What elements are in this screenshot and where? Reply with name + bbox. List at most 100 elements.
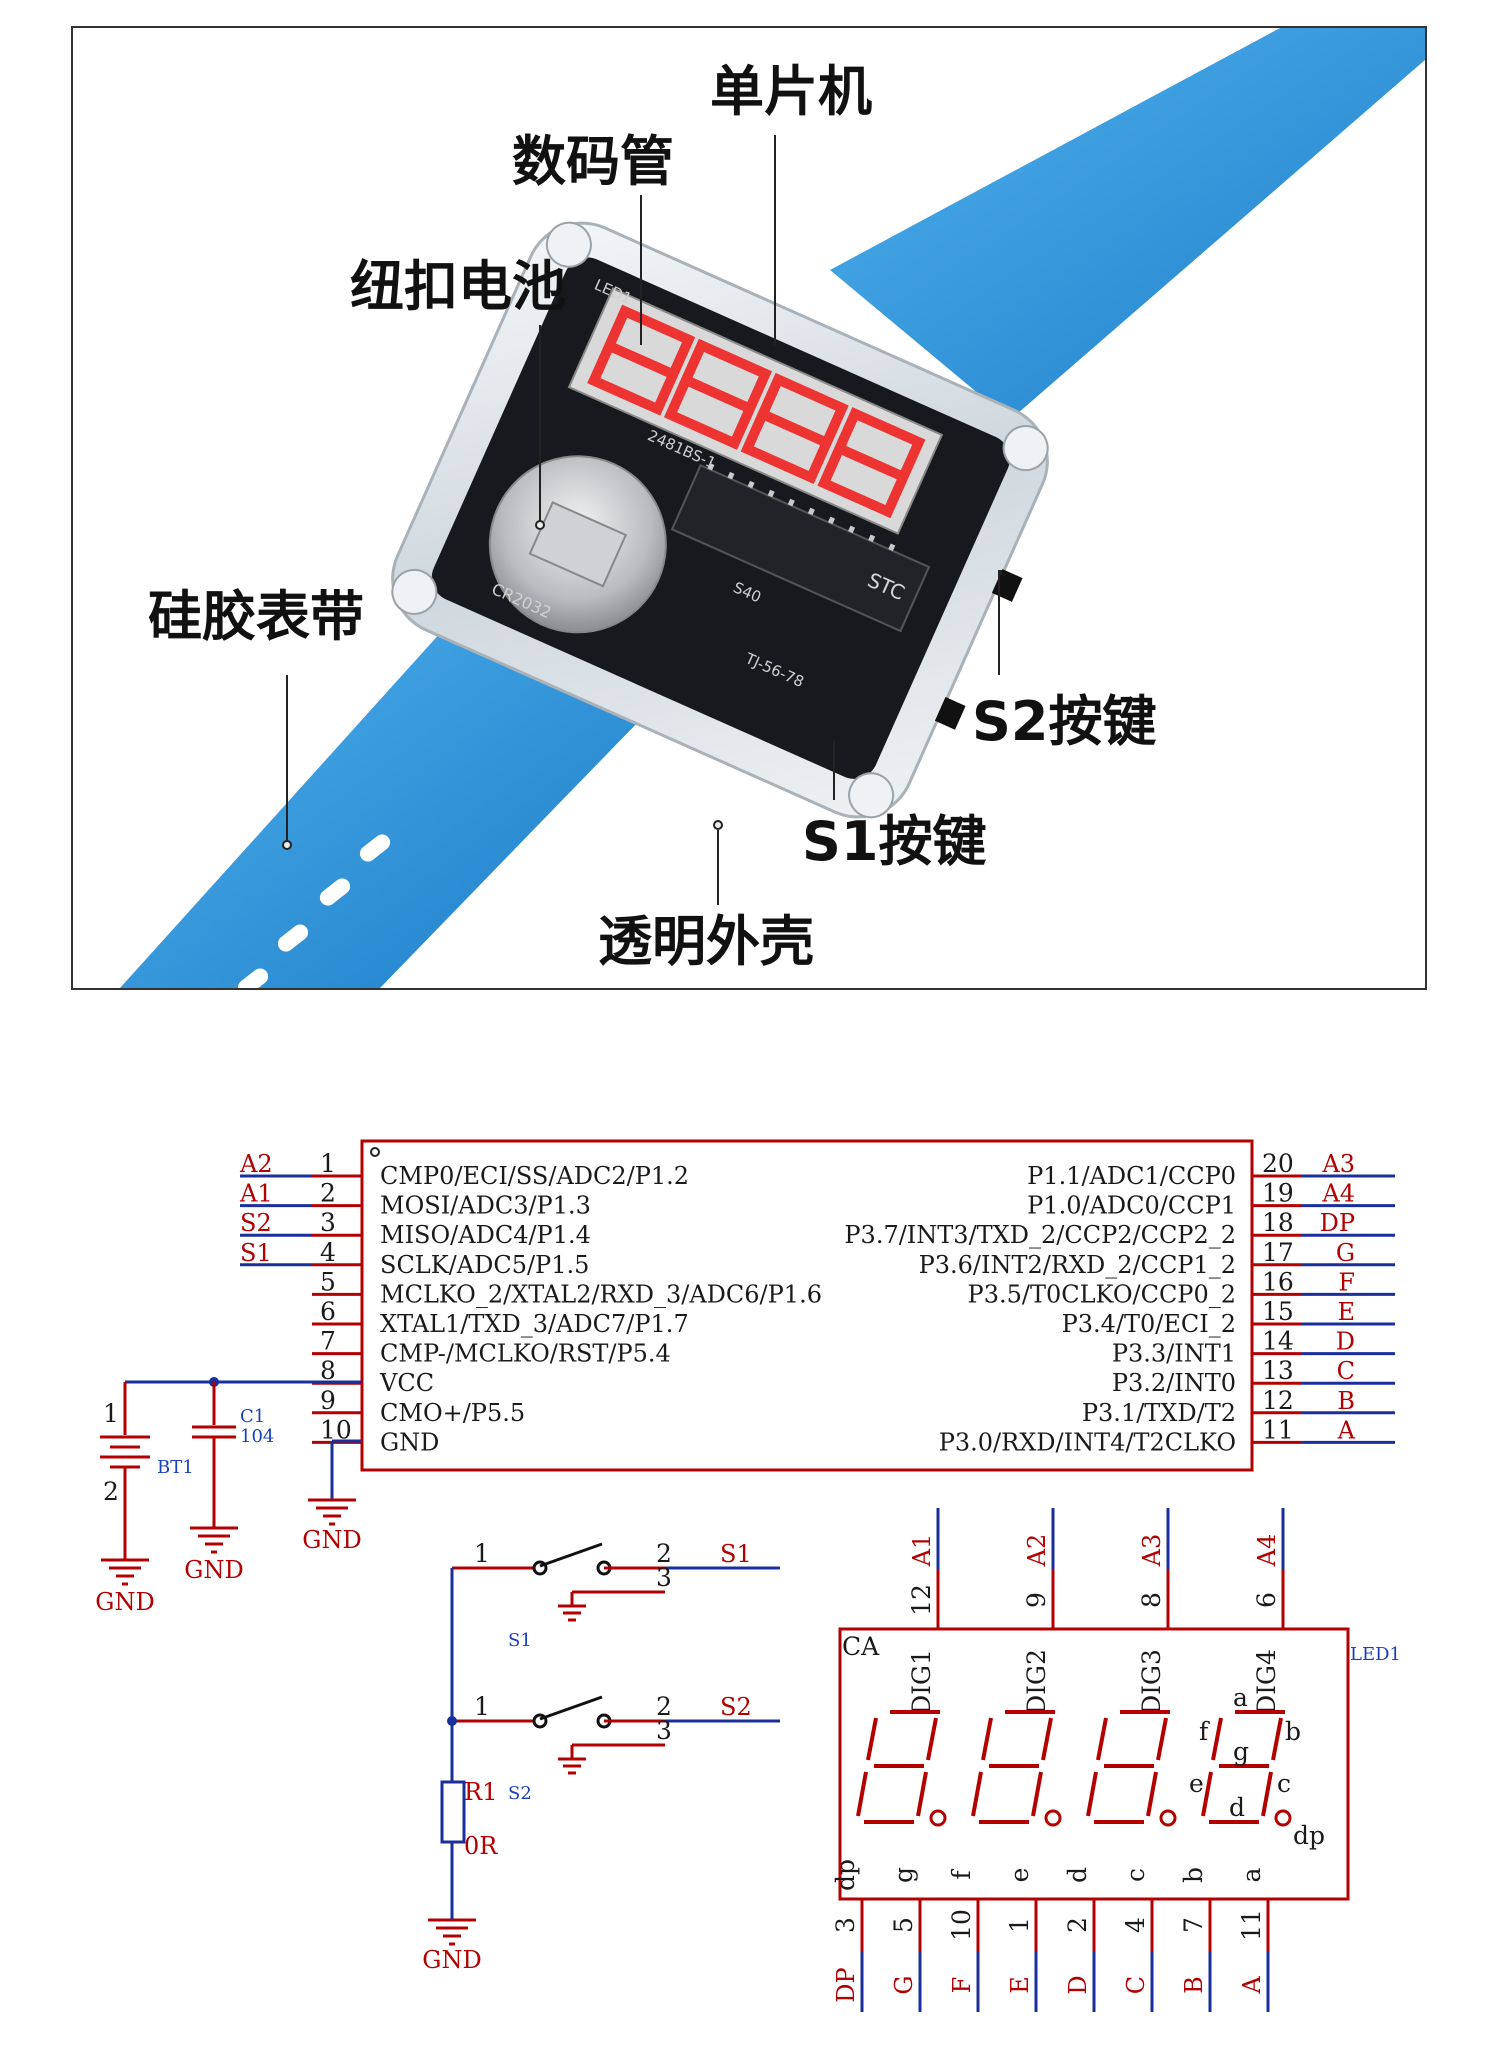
mcu-net-label: D xyxy=(1336,1328,1355,1356)
strap-upper xyxy=(830,28,1425,420)
mcu-pin-name: VCC xyxy=(379,1369,434,1397)
display-digits xyxy=(587,304,926,519)
switch-pin: 3 xyxy=(656,1716,672,1745)
mcu-pin-num: 16 xyxy=(1262,1267,1294,1296)
mcu-net-label: G xyxy=(1336,1239,1355,1267)
mcu-pin-num: 9 xyxy=(320,1386,336,1415)
led-digit-label: DIG4 xyxy=(1252,1649,1281,1715)
mcu-pin-num: 1 xyxy=(320,1149,336,1178)
led-pin-num: 9 xyxy=(1022,1592,1051,1608)
led-net-label: F xyxy=(948,1977,976,1994)
mcu-pin-name: P3.1/TXD/T2 xyxy=(1082,1399,1236,1427)
mcu-pin-name: P1.0/ADC0/CCP1 xyxy=(1027,1192,1236,1220)
seg-e xyxy=(971,1771,983,1817)
seg-label: dp xyxy=(1293,1821,1325,1850)
seg-c xyxy=(916,1771,928,1817)
led-digit-label: DIG3 xyxy=(1137,1649,1166,1715)
mcu-net-label: E xyxy=(1337,1298,1355,1326)
mcu-pin-name: CMO+/P5.5 xyxy=(380,1399,525,1427)
mcu-net-label: A3 xyxy=(1321,1150,1355,1178)
seg-b xyxy=(1041,1717,1053,1761)
led-net-label: A2 xyxy=(1023,1534,1051,1568)
seg-b xyxy=(926,1717,938,1761)
seg-f xyxy=(866,1717,878,1761)
led-type: CA xyxy=(842,1632,880,1661)
seg-f xyxy=(1211,1717,1223,1761)
switch-pin: 2 xyxy=(656,1539,672,1568)
strap-holes xyxy=(237,834,391,988)
seg-label: e xyxy=(1189,1769,1204,1798)
mcu-pin-name: MISO/ADC4/P1.4 xyxy=(380,1221,591,1249)
seg-e xyxy=(1086,1771,1098,1817)
callout-battery: 纽扣电池 xyxy=(350,255,566,318)
mcu-pin-num: 15 xyxy=(1262,1297,1294,1326)
seg-label: c xyxy=(1277,1769,1291,1798)
mcu-pin-num: 7 xyxy=(320,1327,336,1356)
seg-e xyxy=(1201,1771,1213,1817)
led-seg-label: g xyxy=(889,1867,918,1883)
mcu-pin-num: 10 xyxy=(320,1415,352,1444)
product-photo: STC CR2032 LED1 2481BS-1 S40 TJ-56-78 xyxy=(71,26,1427,990)
mcu-pin-num: 20 xyxy=(1262,1149,1294,1178)
mcu-net-label: A xyxy=(1337,1416,1356,1444)
mcu-pin-num: 12 xyxy=(1262,1386,1294,1415)
seg-label: b xyxy=(1285,1717,1301,1746)
led-seg-label: c xyxy=(1121,1868,1150,1882)
callout-case: 透明外壳 xyxy=(598,910,814,973)
mcu-pin1-dot xyxy=(370,1147,380,1157)
seg-label: a xyxy=(1233,1683,1248,1712)
bt1-label: BT1 xyxy=(157,1457,194,1478)
led-pin-num: 5 xyxy=(889,1917,918,1933)
led-pin-num: 8 xyxy=(1137,1592,1166,1608)
seg-dp xyxy=(1159,1809,1177,1827)
led-net-label: DP xyxy=(832,1967,860,2002)
mcu-pin-name: P3.7/INT3/TXD_2/CCP2/CCP2_2 xyxy=(844,1221,1236,1249)
gnd-label: GND xyxy=(184,1556,243,1584)
mcu-pin-num: 2 xyxy=(320,1179,336,1208)
led-pin-num: 11 xyxy=(1237,1909,1266,1941)
mcu-pin-name: P3.2/INT0 xyxy=(1112,1369,1236,1397)
led-net-label: C xyxy=(1122,1976,1150,1994)
mcu-pin-name: GND xyxy=(380,1428,439,1456)
led-pin-num: 2 xyxy=(1063,1917,1092,1933)
mcu-net-label: C xyxy=(1337,1357,1355,1385)
switch-pin: 1 xyxy=(474,1539,490,1568)
c1-value: 104 xyxy=(240,1426,274,1447)
c1-label: C1 xyxy=(240,1406,265,1427)
mcu-pin-name: P3.6/INT2/RXD_2/CCP1_2 xyxy=(919,1251,1236,1279)
seg-dp xyxy=(929,1809,947,1827)
bt1-pin1: 1 xyxy=(103,1399,119,1428)
led-pin-num: 12 xyxy=(907,1584,936,1616)
gnd-label: GND xyxy=(95,1588,154,1616)
callout-s1: S1按键 xyxy=(802,810,986,873)
led-seg-label: dp xyxy=(831,1859,860,1891)
seg-e xyxy=(856,1771,868,1817)
led-net-label: A3 xyxy=(1138,1534,1166,1568)
switch-net-label: S2 xyxy=(720,1693,752,1721)
led-digit-label: DIG2 xyxy=(1022,1649,1051,1715)
mcu-net-label: A4 xyxy=(1321,1180,1355,1208)
switch-ref: S1 xyxy=(508,1630,532,1651)
mcu-pins xyxy=(707,462,896,551)
seg-dp xyxy=(1274,1809,1292,1827)
mcu-pin-num: 8 xyxy=(320,1356,336,1385)
led-pin-num: 4 xyxy=(1121,1917,1150,1933)
seg-c xyxy=(1146,1771,1158,1817)
led-seg-label: b xyxy=(1179,1867,1208,1883)
led-net-label: A1 xyxy=(908,1534,936,1568)
mcu-pin-name: CMP-/MCLKO/RST/P5.4 xyxy=(380,1340,671,1368)
led-pin-num: 6 xyxy=(1252,1592,1281,1608)
seg-label: g xyxy=(1233,1737,1249,1766)
mcu-pin-name: XTAL1/TXD_3/ADC7/P1.7 xyxy=(380,1310,689,1338)
mcu-pin-num: 17 xyxy=(1262,1238,1294,1267)
led-net-label: E xyxy=(1006,1976,1034,1994)
strap-lower xyxy=(120,600,640,988)
switch-net-label: S1 xyxy=(720,1540,752,1568)
led-seg-label: a xyxy=(1237,1867,1266,1882)
mcu-pin-name: MOSI/ADC3/P1.3 xyxy=(380,1192,591,1220)
mcu-pin-name: P3.3/INT1 xyxy=(1112,1340,1236,1368)
mcu-pin-name: P3.5/T0CLKO/CCP0_2 xyxy=(968,1280,1236,1308)
mcu-net-label: A1 xyxy=(239,1180,273,1208)
